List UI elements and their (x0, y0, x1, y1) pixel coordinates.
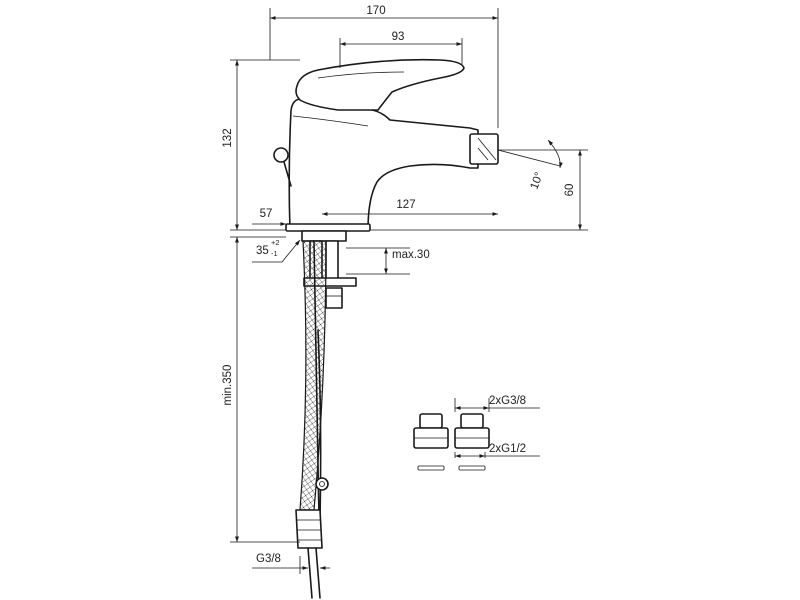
thread-adapter-icon (413, 413, 490, 471)
dim-height: 132 (222, 128, 234, 147)
dim-hole-diameter: 35 (256, 245, 269, 257)
dimension-lines (235, 16, 582, 574)
dim-hole-tol-plus: +2 (271, 238, 280, 247)
dim-spout-angle: 10° (529, 171, 546, 191)
flexible-hose-icon (295, 240, 329, 599)
dim-spout-reach: 127 (396, 199, 415, 211)
dim-min-hose-length: min.350 (222, 365, 234, 406)
dim-adapter-lower: 2xG1/2 (489, 443, 526, 455)
dim-hose-thread: G3/8 (256, 553, 281, 565)
dim-max-deck: max.30 (392, 249, 430, 261)
dim-lever-length: 93 (392, 31, 405, 43)
extension-lines (230, 8, 588, 543)
dim-adapter-upper: 2xG3/8 (489, 395, 526, 407)
dim-hole-tol-minus: -1 (271, 249, 278, 258)
dim-overall-length: 170 (366, 5, 385, 17)
dim-spout-height: 60 (564, 184, 576, 197)
dim-base-offset: 57 (260, 208, 273, 220)
mixer-body-icon (273, 58, 499, 232)
